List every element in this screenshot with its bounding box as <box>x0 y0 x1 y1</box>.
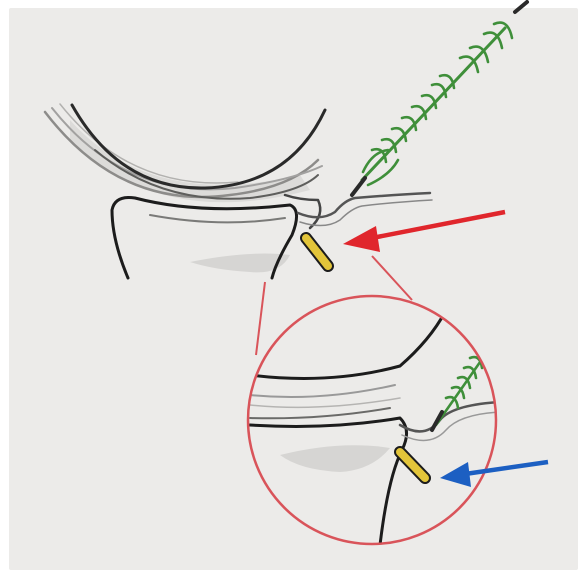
capsule-line-2 <box>52 108 322 189</box>
labrum-line <box>150 215 285 222</box>
screw-anchor <box>352 2 527 195</box>
inset-guide-left <box>256 282 265 355</box>
inset-guide-right <box>372 256 412 300</box>
red-arrow <box>343 212 505 252</box>
magnified-inset <box>248 296 500 545</box>
femoral-head <box>72 105 325 188</box>
main-joint-view <box>45 104 432 278</box>
upper-shading <box>70 120 310 202</box>
implant <box>306 238 328 266</box>
